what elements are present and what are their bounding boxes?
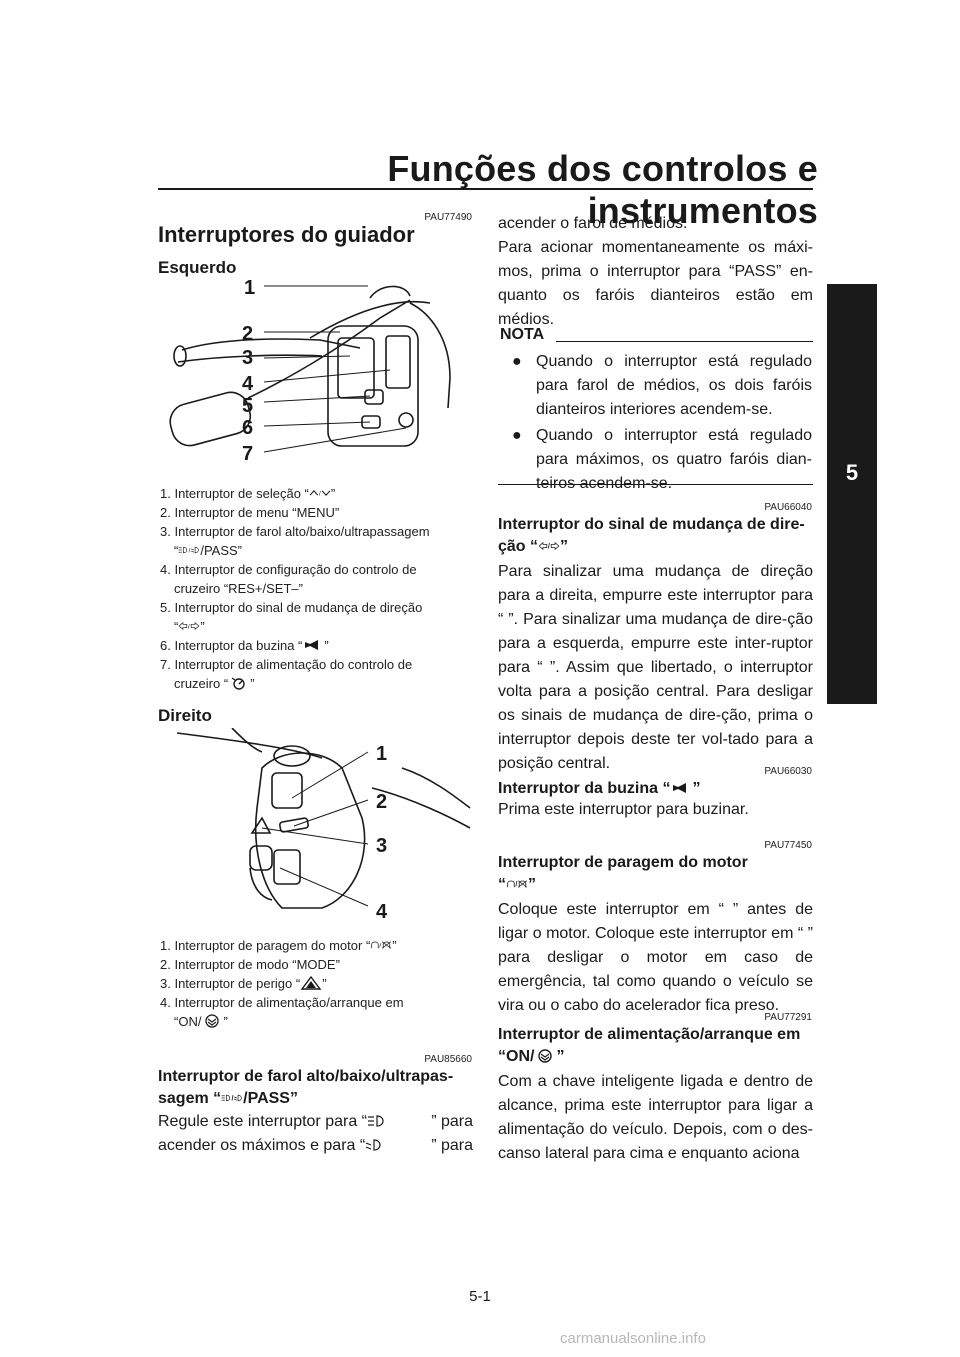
caption-line: “/”: [174, 619, 205, 634]
heading-turn-signal: Interruptor do sinal de mudança de dire-…: [498, 516, 805, 555]
cruise-control-icon: [231, 677, 245, 690]
paragraph-engine-stop: Coloque este interruptor em “ ” antes de…: [498, 901, 813, 1014]
note-end-rule: [498, 484, 813, 485]
paragraph-horn: Prima este interruptor para buzinar.: [498, 801, 749, 818]
right-captions: 1. Interruptor de paragem do motor “/” 2…: [160, 936, 480, 1031]
fig-label: 2: [242, 323, 253, 345]
svg-text:/: /: [515, 881, 517, 889]
page-number: 5-1: [469, 1288, 491, 1305]
caption-line: 6. Interruptor da buzina “”: [160, 638, 329, 653]
chapter-tab: 5: [827, 284, 877, 704]
caption-line: 1. Interruptor de paragem do motor “/”: [160, 938, 397, 953]
svg-text:/: /: [189, 548, 191, 555]
fig-label: 4: [242, 373, 254, 395]
caption-line: cruzeiro “”: [174, 676, 255, 691]
caption-line: 4. Interruptor de alimentação/arranque e…: [160, 995, 404, 1010]
paragraph-low-beam: acender o farol de médios.: [498, 215, 688, 232]
fig-label: 3: [376, 835, 387, 857]
beam-icon: /: [178, 546, 200, 555]
low-beam-icon: [365, 1139, 381, 1151]
svg-text:/: /: [548, 543, 550, 551]
paragraph-pass: Para acionar momentaneamente os máxi-mos…: [498, 239, 813, 328]
hazard-icon: [300, 976, 322, 990]
ref-code: PAU77490: [424, 212, 472, 223]
caption-line: 2. Interruptor de modo “MODE”: [160, 957, 340, 972]
note-rule: [556, 341, 813, 342]
caption-line: 7. Interruptor de alimentação do control…: [160, 657, 413, 672]
caption-line: “//PASS”: [174, 543, 243, 558]
start-icon: [205, 1014, 220, 1028]
fig-label: 3: [242, 347, 253, 369]
note-bullets: ●Quando o interruptor está regulado para…: [512, 350, 812, 496]
high-beam-icon: [368, 1115, 384, 1127]
caption-line: 2. Interruptor de menu “MENU”: [160, 505, 340, 520]
turn-signal-icon: /: [538, 541, 560, 551]
heading-horn: Interruptor da buzina “”: [498, 780, 701, 797]
right-handlebar-figure: 1 2 3 4: [176, 728, 471, 923]
left-captions: 1. Interruptor de seleção “/” 2. Interru…: [160, 484, 480, 693]
watermark: carmanualsonline.info: [560, 1330, 706, 1347]
up-down-arrow-icon: /: [309, 489, 331, 498]
engine-stop-icon: /: [371, 941, 392, 950]
left-handlebar-figure: 1 2 3 4 5 6 7: [169, 278, 451, 465]
ref-code: PAU85660: [424, 1054, 472, 1065]
page-title: Funções dos controlos e instrumentos: [387, 148, 818, 231]
svg-text:/: /: [319, 491, 321, 498]
caption-line: 1. Interruptor de seleção “/”: [160, 486, 336, 501]
beam-icon: /: [221, 1095, 242, 1103]
ref-code: PAU66030: [764, 766, 812, 777]
left-subtitle: Esquerdo: [158, 258, 237, 277]
fig-label: 6: [242, 417, 253, 439]
chapter-number: 5: [845, 460, 859, 485]
header-rule: [158, 188, 813, 190]
horn-icon: [305, 640, 319, 650]
svg-text:/: /: [380, 943, 382, 950]
fig-label: 5: [242, 395, 253, 417]
caption-line: 3. Interruptor de farol alto/baixo/ultra…: [160, 524, 430, 539]
paragraph-turn-signal: Para sinalizar uma mudança de direção pa…: [498, 563, 813, 772]
turn-signal-icon: /: [178, 621, 200, 631]
section-title: Interruptores do guiador: [158, 222, 415, 247]
ref-code: PAU77450: [764, 840, 812, 851]
start-icon: [538, 1049, 553, 1063]
fig-label: 7: [242, 443, 253, 465]
svg-text:/: /: [188, 624, 190, 631]
ref-code: PAU77291: [764, 1012, 812, 1023]
heading-start-switch: Interruptor de alimentação/arranque em “…: [498, 1026, 801, 1065]
caption-line: 4. Interruptor de configuração do contro…: [160, 562, 417, 577]
fig-label: 2: [376, 791, 387, 813]
caption-line: 5. Interruptor do sinal de mudança de di…: [160, 600, 423, 615]
heading-engine-stop: Interruptor de paragem do motor “/”: [498, 854, 748, 893]
caption-line: 3. Interruptor de perigo “”: [160, 976, 327, 991]
right-subtitle: Direito: [158, 706, 212, 725]
caption-line: “ON/”: [174, 1014, 228, 1029]
paragraph-start-switch: Com a chave inteligente ligada e dentro …: [498, 1073, 813, 1162]
caption-line: cruzeiro “RES+/SET–”: [174, 581, 303, 596]
engine-stop-icon: /: [507, 880, 528, 889]
ref-code: PAU66040: [764, 502, 812, 513]
note-title: NOTA: [500, 326, 545, 343]
heading-lights: Interruptor de farol alto/baixo/ultrapas…: [158, 1068, 454, 1107]
fig-label: 1: [376, 743, 387, 765]
fig-label: 4: [376, 901, 388, 923]
list-item: ●Quando o interruptor está regulado para…: [512, 353, 812, 418]
horn-icon: [673, 783, 687, 793]
svg-text:/: /: [232, 1095, 234, 1103]
fig-label: 1: [244, 278, 255, 299]
list-item: ●Quando o interruptor está regulado para…: [512, 427, 812, 492]
paragraph-lights: Regule este interruptor para “” para ace…: [158, 1113, 473, 1154]
